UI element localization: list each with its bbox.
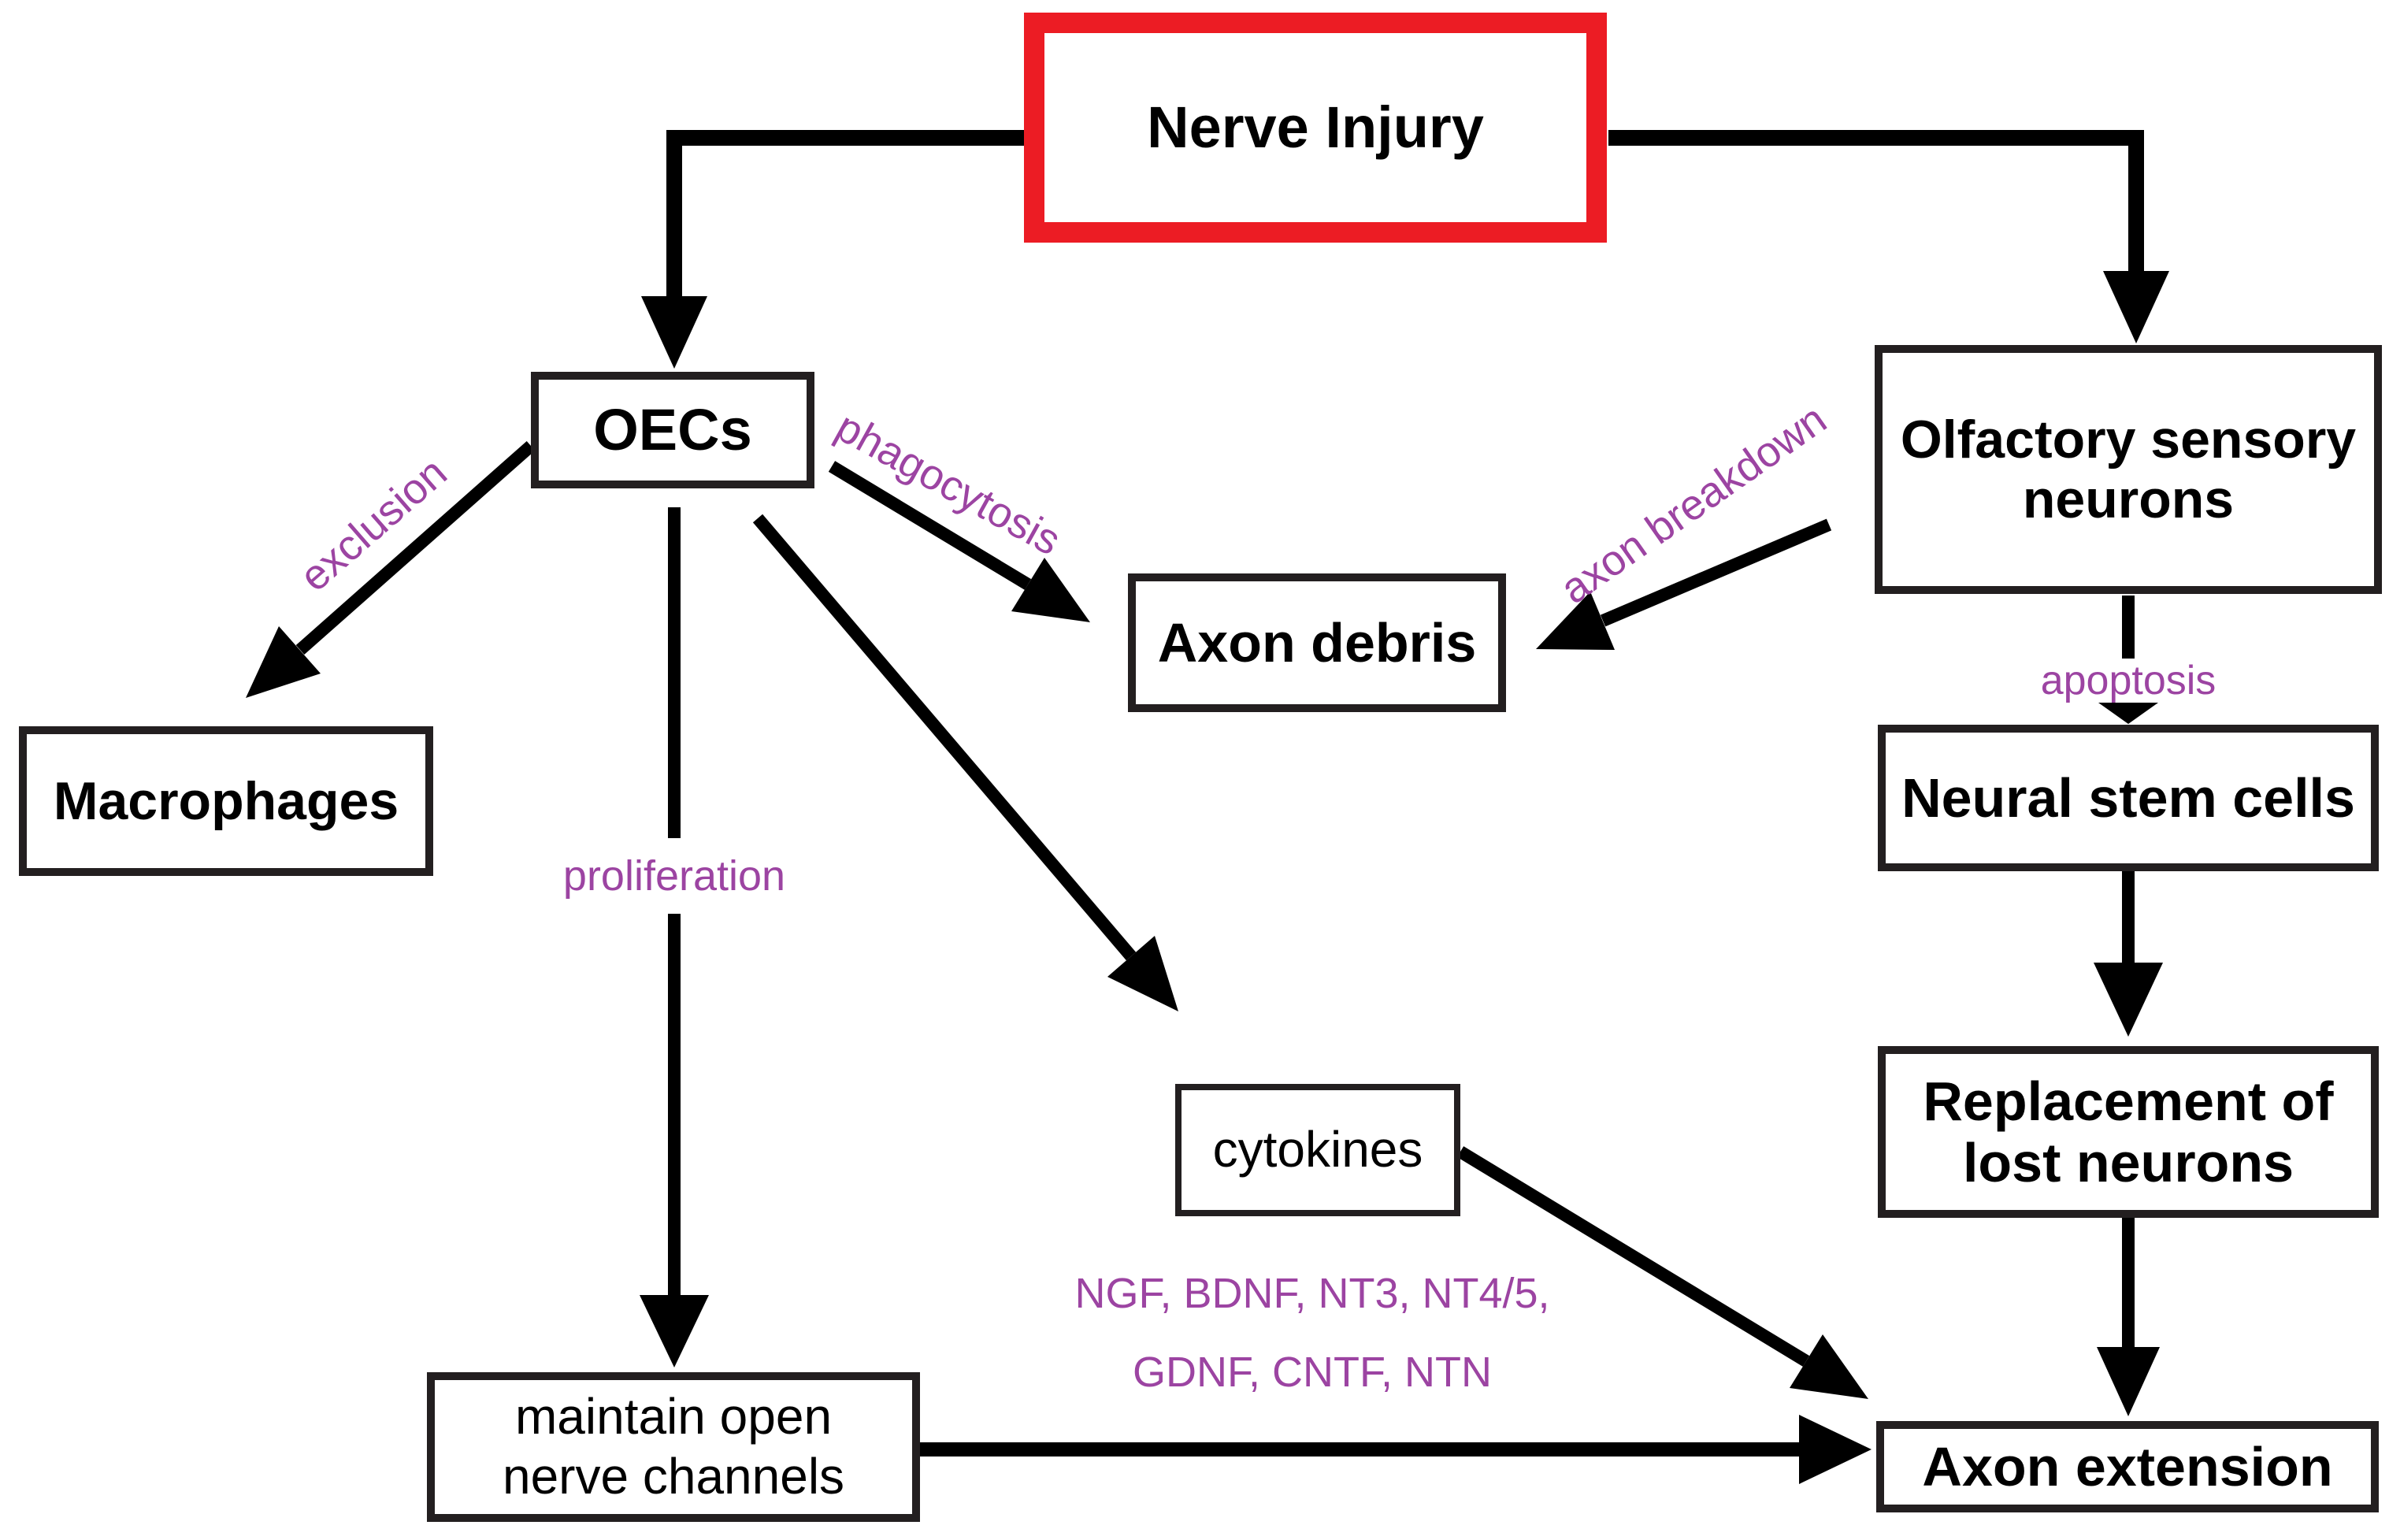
node-oecs: OECs bbox=[531, 372, 814, 488]
cytokine-factors-line2: GDNF, CNTF, NTN bbox=[1133, 1349, 1492, 1396]
arrow-nerve-injury-to-oecs bbox=[641, 130, 1024, 369]
arrow-osn-to-axon-debris bbox=[1536, 518, 1832, 650]
node-maintain-open-nerve-channels: maintain open nerve channels bbox=[427, 1372, 920, 1522]
node-macrophages: Macrophages bbox=[19, 726, 433, 876]
arrow-oecs-to-maintain-channels bbox=[640, 507, 709, 1367]
cytokine-factors-list: NGF, BDNF, NT3, NT4/5, GDNF, CNTF, NTN bbox=[1074, 1254, 1549, 1412]
arrow-osn-to-neural-stem-cells bbox=[2098, 596, 2158, 724]
node-axon-debris: Axon debris bbox=[1128, 573, 1506, 712]
node-replacement-of-lost-neurons: Replacement of lost neurons bbox=[1878, 1046, 2379, 1218]
arrow-maintain-channels-to-axon-extension bbox=[920, 1415, 1872, 1484]
arrow-cytokines-to-axon-extension bbox=[1456, 1146, 1868, 1399]
node-axon-extension: Axon extension bbox=[1876, 1421, 2379, 1512]
node-neural-stem-cells: Neural stem cells bbox=[1878, 725, 2379, 871]
arrow-oecs-to-axon-debris bbox=[828, 461, 1090, 622]
arrow-replacement-to-axon-extension bbox=[2097, 1218, 2160, 1416]
node-cytokines: cytokines bbox=[1175, 1084, 1460, 1216]
node-olfactory-sensory-neurons: Olfactory sensory neurons bbox=[1875, 345, 2382, 594]
node-nerve-injury: Nerve Injury bbox=[1024, 13, 1607, 243]
arrow-oecs-to-macrophages bbox=[246, 441, 536, 698]
edge-label-proliferation: proliferation bbox=[562, 852, 786, 900]
arrow-neural-stem-cells-to-replacement bbox=[2094, 871, 2163, 1037]
arrow-nerve-injury-to-osn bbox=[1608, 130, 2169, 343]
edge-label-apoptosis: apoptosis bbox=[2040, 658, 2217, 703]
cytokine-factors-line1: NGF, BDNF, NT3, NT4/5, bbox=[1074, 1270, 1550, 1317]
arrow-oecs-to-cytokines bbox=[752, 514, 1178, 1011]
